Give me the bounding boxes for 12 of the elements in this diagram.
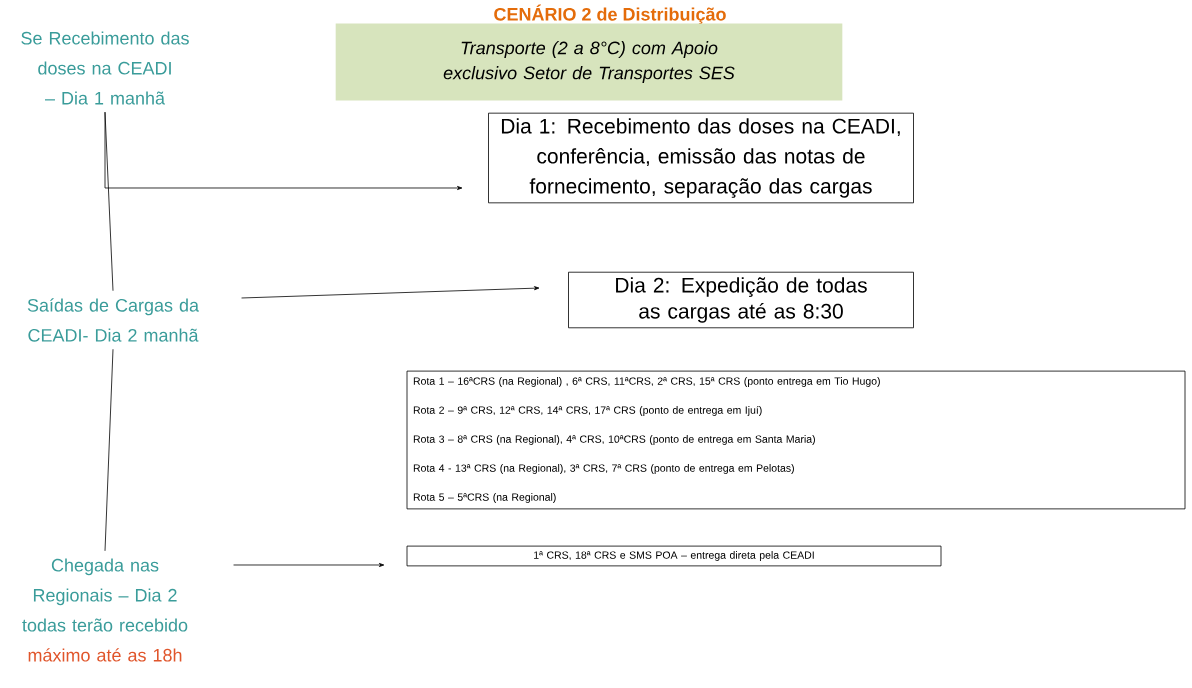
process-box: 1ª CRS, 18ª CRS e SMS POA – entrega direta pela CEADI (406, 545, 942, 567)
transport-banner: Transporte (2 a 8°C) com Apoio exclusivo Setor de Transportes SES (335, 23, 843, 101)
step-label: Saídas de Cargas da CEADI- Dia 2 manhã (27, 298, 199, 342)
process-box: Dia 2: Expedição de todas as cargas até as 8:30 (568, 271, 914, 329)
title: CENÁRIO 2 de Distribuição (494, 4, 726, 25)
step-label: Chegada nas Regionais – Dia 2 todas terão recebido máximo até as 18h (22, 558, 188, 662)
route-list-box: Rota 1 – 16ªCRS (na Regional) , 6ª CRS, 11ªCRS, 2ª CRS, 15ª CRS (ponto entrega em Tio Hugo) Rota 2 – 9ª CRS, 12ª CRS, 14ª CRS, 17ª CRS (ponto de entrega em Ijuí) Rota 3 – 8ª CRS (na Regional), 4ª CRS, 10ªCRS (ponto de entrega em Santa Maria) Rota 4 - 13ª CRS (na Regional), 3ª CRS, 7ª CRS (ponto de entrega em Pelotas) Rota 5 – 5ªCRS (na Regional) (406, 370, 1186, 510)
process-box: Dia 1: Recebimento das doses na CEADI, conferência, emissão das notas de fornecimento, separação das cargas (488, 112, 914, 204)
arrow (241, 286, 540, 299)
step-label: Se Recebimento das doses na CEADI – Dia 1 manhã (21, 31, 189, 105)
arrow (104, 111, 463, 190)
arrow (233, 563, 385, 567)
